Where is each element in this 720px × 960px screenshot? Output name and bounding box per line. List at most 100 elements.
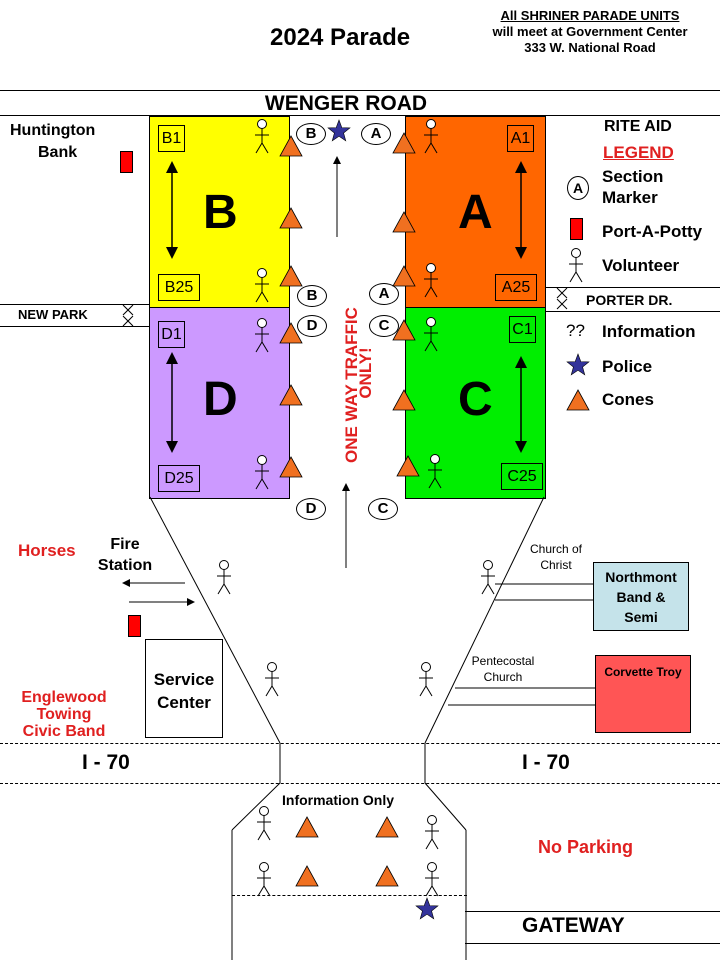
notice-line1: All SHRINER PARADE UNITS [500,8,680,23]
gateway-label: GATEWAY [522,914,625,937]
fire-line1: Fire [110,536,140,553]
lower-left-diag [231,782,281,831]
section-d-first-label: D1 [158,321,185,348]
gateway-bottom-edge [465,943,720,944]
legend-information-text: Information [602,322,696,341]
northmont-line1: Northmont [605,569,677,585]
i70-label-right: I - 70 [522,751,570,774]
pentecostal-church-label: Pentecostal Church [462,653,544,685]
funnel-left-line [149,496,281,744]
northmont-line3: Semi [624,609,658,625]
police-star-icon [415,897,439,920]
fire-station-label: Fire Station [90,534,160,576]
notice-block: All SHRINER PARADE UNITS will meet at Go… [470,8,710,56]
porter-crossing [556,287,568,310]
legend-title: LEGEND [603,143,674,162]
cone-icon [279,384,303,406]
legend-section-marker-text: Section Marker [602,166,663,208]
cone-icon [392,389,416,411]
volunteer-icon [481,560,495,595]
marker-a-mid: A [369,283,399,305]
cone-icon [396,455,420,477]
new-park-bottom-edge [0,326,150,327]
new-park-crossing [122,304,134,327]
porter-top-edge [545,287,720,288]
i70-top-edge [0,743,720,744]
volunteer-icon [419,662,433,697]
englewood-line1: Englewood [21,689,107,706]
legend-potty-icon [570,218,583,240]
notice-line2: will meet at Government Center [492,24,688,39]
service-center-box: Service Center [145,639,223,738]
marker-d-mid: D [297,315,327,337]
section-a-first-label: A1 [507,125,534,152]
page-title: 2024 Parade [270,24,411,51]
volunteer-icon [257,862,271,897]
section-d-last-label: D25 [158,465,200,492]
cone-icon [392,265,416,287]
cone-icon [375,865,399,887]
legend-section-line1: Section [602,167,664,186]
gateway-dashed-line [232,895,467,896]
police-star-icon [327,119,351,142]
i70-label-left: I - 70 [82,751,130,774]
no-parking-label: No Parking [538,837,634,857]
huntington-line2: Bank [38,144,78,161]
marker-b-top: B [296,123,326,145]
volunteer-icon [424,119,438,154]
englewood-line2: Towing [36,706,92,723]
legend-police-star-icon [566,353,590,376]
wenger-road-label: WENGER ROAD [264,92,428,115]
church-christ-line1: Church of [529,542,583,556]
cone-icon [392,132,416,154]
cone-icon [295,865,319,887]
legend-volunteer-text: Volunteer [602,256,680,275]
horses-label: Horses [18,541,76,560]
pentecostal-line2: Church [483,670,523,684]
cone-icon [279,207,303,229]
gateway-top-edge [465,911,720,912]
one-way-traffic-line2: ONLY! [356,347,375,399]
marker-b-mid: B [297,285,327,307]
cone-icon [279,265,303,287]
cone-icon [279,456,303,478]
marker-c-bottom: C [368,498,398,520]
huntington-line1: Huntington [10,122,96,139]
porter-label: PORTER DR. [586,292,673,308]
port-a-potty-icon [128,615,141,637]
wenger-road-top-edge [0,90,720,91]
volunteer-icon [424,317,438,352]
cone-icon [295,816,319,838]
new-park-label: NEW PARK [18,307,88,322]
volunteer-icon [255,268,269,303]
porter-bottom-edge [545,311,720,312]
volunteer-icon [217,560,231,595]
legend-police-text: Police [602,357,653,376]
notice-line3: 333 W. National Road [524,40,656,55]
volunteer-icon [425,862,439,897]
englewood-label: Englewood Towing Civic Band [6,689,122,740]
section-c-last-label: C25 [501,463,543,490]
rite-aid-label: RITE AID [604,118,672,135]
corvette-troy-box: Corvette Troy [595,655,691,733]
legend-cones-text: Cones [602,390,654,409]
northmont-band-box: Northmont Band & Semi [593,562,689,631]
service-line1: Service [153,670,215,689]
volunteer-icon [425,815,439,850]
cone-icon [279,322,303,344]
volunteer-icon [255,455,269,490]
section-b-first-label: B1 [158,125,185,152]
section-c-first-label: C1 [509,316,536,343]
cone-icon [375,816,399,838]
section-b-letter: B [203,186,238,239]
new-park-top-edge [0,304,150,305]
marker-c-mid: C [369,315,399,337]
section-a-letter: A [458,186,493,239]
service-line2: Center [157,693,211,712]
section-a-last-label: A25 [495,274,537,301]
englewood-line3: Civic Band [22,723,106,740]
legend-potty-text: Port-A-Potty [602,222,703,241]
church-of-christ-label: Church of Christ [520,541,592,573]
legend-section-line2: Marker [602,188,658,207]
